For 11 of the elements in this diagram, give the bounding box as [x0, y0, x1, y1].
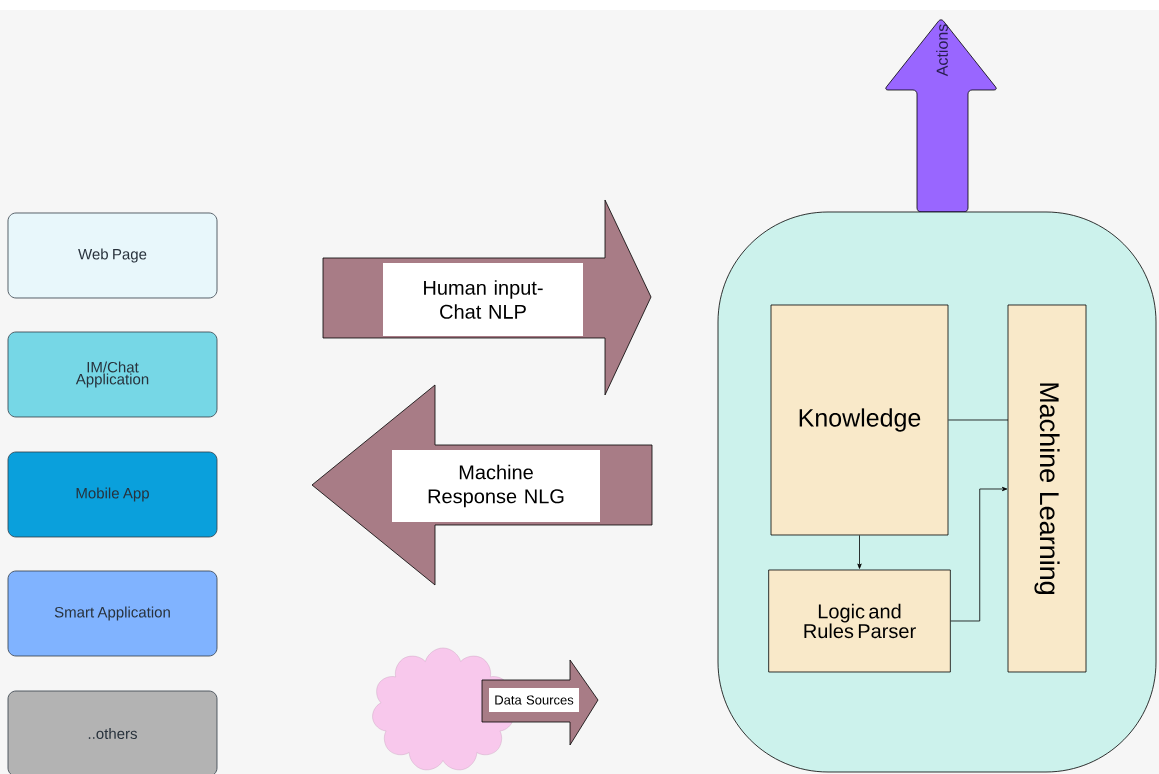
- process-box: Logic and Rules Parser: [768, 569, 951, 673]
- app-box: Web Page: [7, 212, 218, 299]
- app-box: Smart Application: [7, 570, 218, 657]
- app-box: IM/Chat Application: [7, 331, 218, 418]
- connector: [950, 486, 1008, 622]
- process-box: Machine Learning: [1007, 304, 1087, 673]
- connector: [948, 419, 1009, 421]
- process-box: Knowledge: [770, 304, 949, 536]
- app-box: ..others: [7, 690, 218, 774]
- connector: [857, 535, 862, 569]
- app-box: Mobile App: [7, 451, 218, 538]
